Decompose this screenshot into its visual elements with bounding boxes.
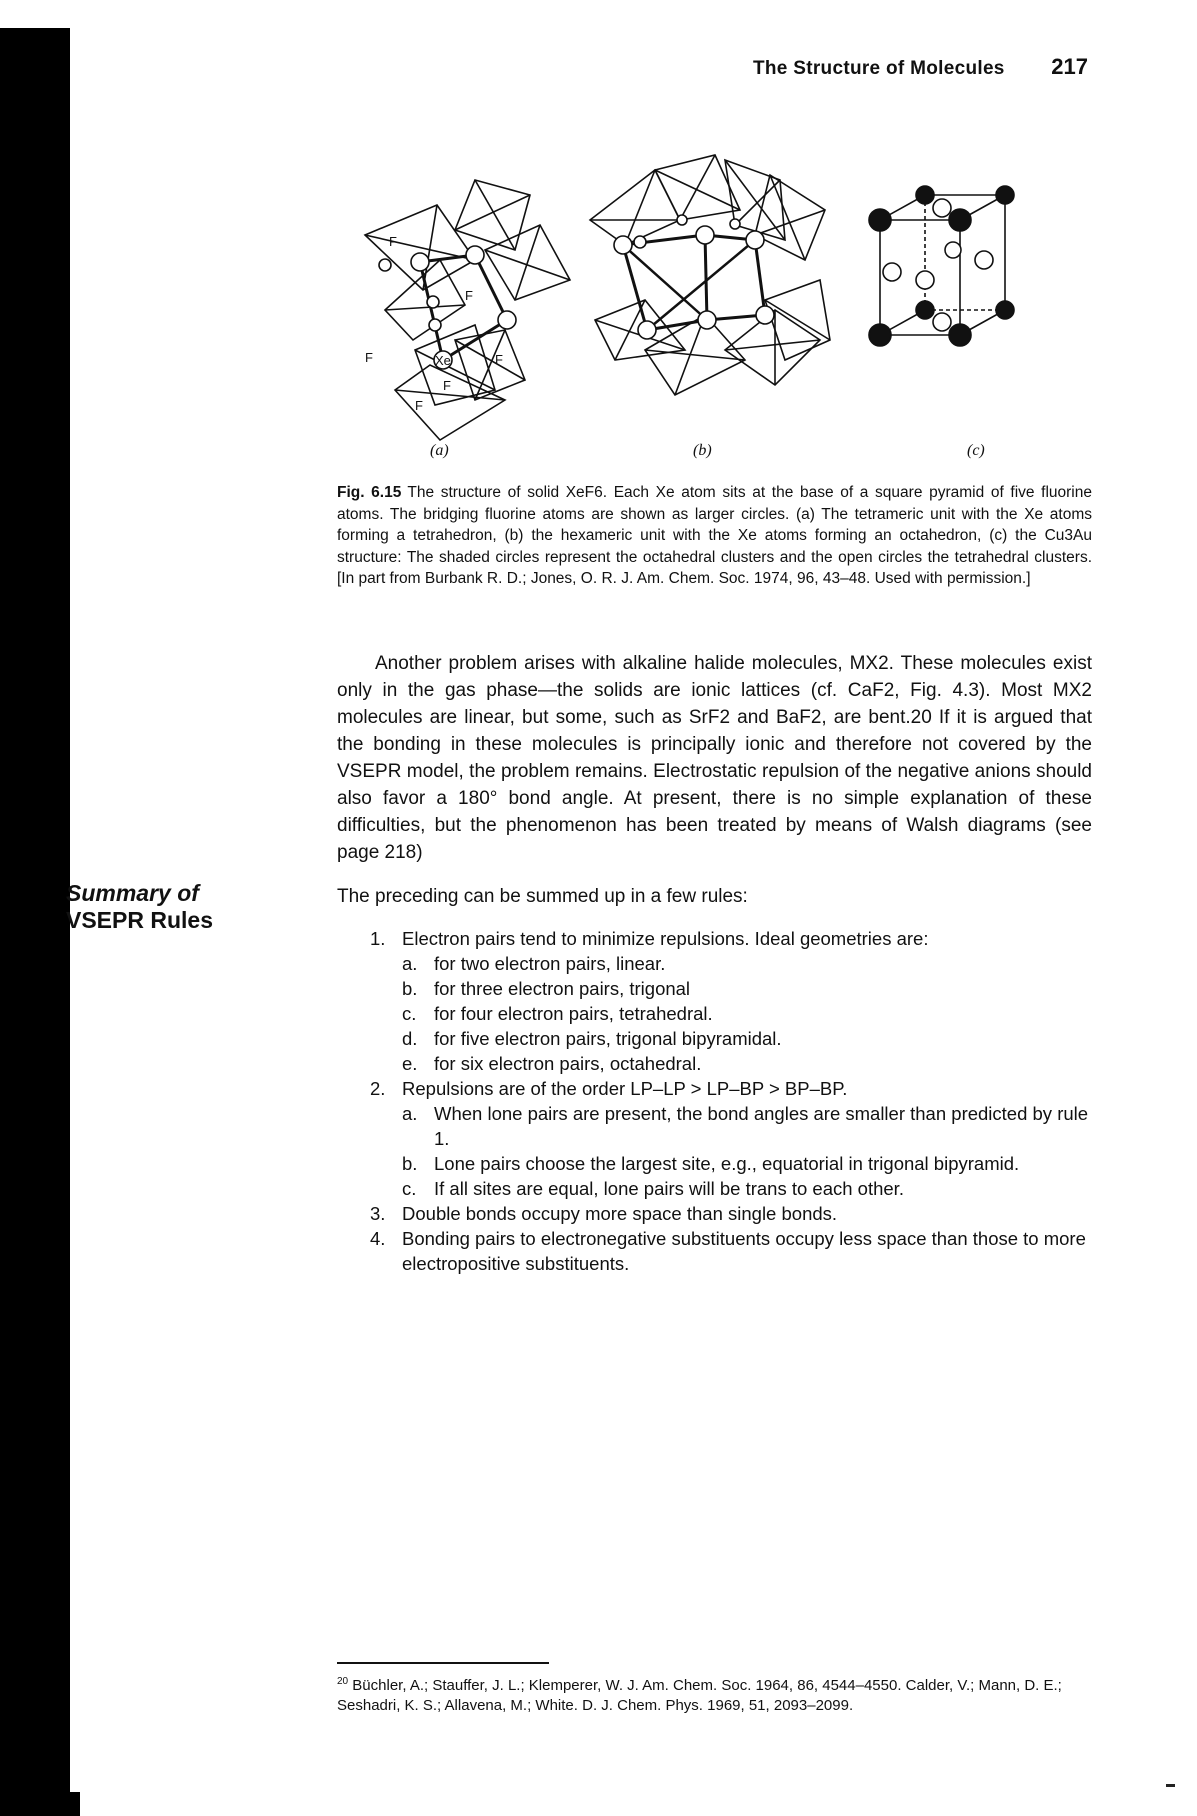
subrule-text: for four electron pairs, tetrahedral.	[434, 1003, 713, 1024]
subrule-item: a. When lone pairs are present, the bond …	[402, 1101, 1095, 1151]
subrule-letter: c.	[402, 1178, 417, 1199]
page-header: The Structure of Molecules 217	[700, 52, 1088, 82]
caption-text: The structure of solid XeF6. Each Xe ato…	[337, 484, 1092, 587]
footnote-text: Büchler, A.; Stauffer, J. L.; Klemperer,…	[337, 1677, 1062, 1714]
subrule-item: d. for five electron pairs, trigonal bipy…	[402, 1026, 1095, 1051]
atom-label: F	[465, 288, 473, 303]
scan-mark	[1166, 1784, 1175, 1787]
subrule-item: c. for four electron pairs, tetrahedral.	[402, 1001, 1095, 1026]
rule-number: 2.	[370, 1078, 386, 1099]
rule-number: 3.	[370, 1203, 386, 1224]
rule-text: Bonding pairs to electronegative substit…	[402, 1228, 1086, 1274]
margin-heading-line2: VSEPR Rules	[66, 907, 213, 933]
binding-edge-shadow	[0, 28, 70, 1796]
rule-item: 4. Bonding pairs to electronegative subs…	[370, 1226, 1095, 1276]
rule-item: 3. Double bonds occupy more space than s…	[370, 1201, 1095, 1226]
binding-edge-tail	[0, 1792, 80, 1816]
panel-c-cu3au-cell	[868, 185, 1015, 347]
footnote-marker: 20	[337, 1676, 349, 1687]
footnote-divider	[337, 1662, 549, 1664]
atom-label: F	[389, 234, 397, 249]
rules-list: 1. Electron pairs tend to minimize repul…	[370, 926, 1095, 1276]
figure-xef6-structure: F F F Xe F F F	[363, 154, 1015, 442]
subrule-item: a. for two electron pairs, linear.	[402, 951, 1095, 976]
rule-item: 1. Electron pairs tend to minimize repul…	[370, 926, 1095, 1076]
rule-text: Repulsions are of the order LP–LP > LP–B…	[402, 1078, 848, 1099]
rule-item: 2. Repulsions are of the order LP–LP > L…	[370, 1076, 1095, 1201]
panel-label-b: (b)	[693, 442, 712, 459]
margin-heading-line1: Summary of	[66, 880, 199, 906]
subrule-item: c. If all sites are equal, lone pairs wil…	[402, 1176, 1095, 1201]
panel-label-c: (c)	[967, 442, 985, 459]
margin-heading: Summary of VSEPR Rules	[66, 880, 246, 934]
atom-label: Xe	[435, 353, 451, 368]
subrule-text: for two electron pairs, linear.	[434, 953, 666, 974]
subrule-letter: a.	[402, 1103, 418, 1124]
atom-label: F	[443, 378, 451, 393]
panel-a-drawing	[363, 179, 572, 442]
body-paragraph: Another problem arises with alkaline hal…	[337, 653, 1092, 863]
subrule-text: for three electron pairs, trigonal	[434, 978, 691, 999]
page-number: 217	[1051, 54, 1088, 79]
subrule-text: When lone pairs are present, the bond an…	[434, 1103, 1089, 1149]
subrule-letter: b.	[402, 978, 418, 999]
atom-label: F	[415, 398, 423, 413]
subrule-letter: a.	[402, 953, 418, 974]
subrule-letter: c.	[402, 1003, 417, 1024]
subrule-letter: e.	[402, 1053, 418, 1074]
atom-label: F	[365, 350, 373, 365]
rule-number: 4.	[370, 1228, 386, 1249]
subrule-letter: d.	[402, 1028, 418, 1049]
subrule-text: If all sites are equal, lone pairs will …	[434, 1178, 904, 1199]
rule-text: Electron pairs tend to minimize repulsio…	[402, 928, 929, 949]
panel-b-drawing	[588, 154, 831, 397]
caption-label: Fig. 6.15	[337, 484, 402, 501]
summary-intro: The preceding can be summed up in a few …	[337, 886, 748, 907]
subrule-item: e. for six electron pairs, octahedral.	[402, 1051, 1095, 1076]
panel-label-a: (a)	[430, 442, 449, 459]
subrule-item: b. Lone pairs choose the largest site, e.…	[402, 1151, 1095, 1176]
subrule-letter: b.	[402, 1153, 418, 1174]
rule-number: 1.	[370, 928, 386, 949]
running-title: The Structure of Molecules	[753, 58, 1005, 79]
subrule-item: b. for three electron pairs, trigonal	[402, 976, 1095, 1001]
rule-text: Double bonds occupy more space than sing…	[402, 1203, 838, 1224]
subrule-text: Lone pairs choose the largest site, e.g.…	[434, 1153, 1020, 1174]
subrule-text: for six electron pairs, octahedral.	[434, 1053, 702, 1074]
subrule-text: for five electron pairs, trigonal bipyra…	[434, 1028, 782, 1049]
panel-a-atom-labels: F F F Xe F F F	[365, 234, 503, 413]
atom-label: F	[495, 352, 503, 367]
